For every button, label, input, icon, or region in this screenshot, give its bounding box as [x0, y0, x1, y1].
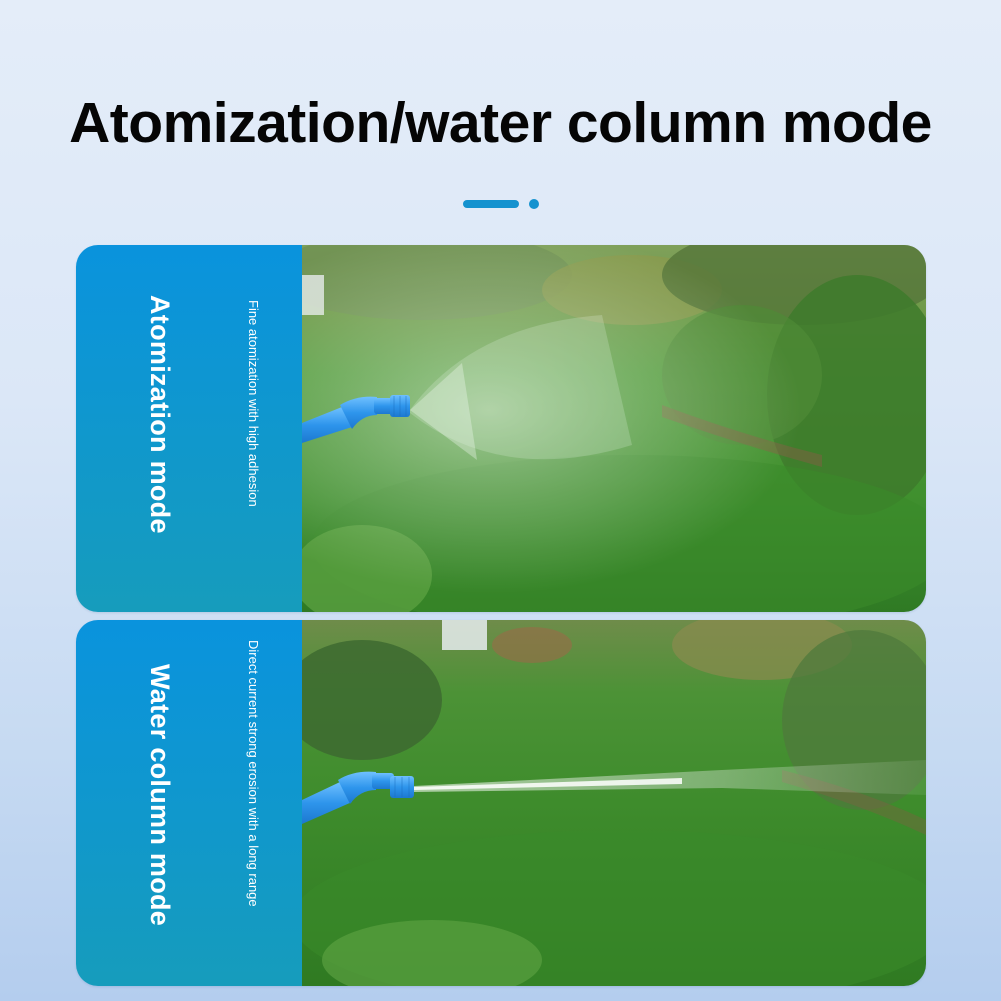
atomization-spray-photo — [302, 245, 926, 612]
garden-spray-jet-image — [302, 620, 926, 986]
mode-title: Water column mode — [145, 664, 175, 927]
mode-title: Atomization mode — [145, 295, 175, 534]
title-divider-decoration — [463, 199, 543, 209]
mode-card-water-column: Water column mode Direct current strong … — [76, 620, 926, 986]
water-column-spray-photo — [302, 620, 926, 986]
mode-description: Direct current strong erosion with a lon… — [246, 640, 261, 907]
mode-card-atomization: Atomization mode Fine atomization with h… — [76, 245, 926, 612]
mode-label-panel: Atomization mode Fine atomization with h… — [76, 245, 302, 612]
mode-label-panel: Water column mode Direct current strong … — [76, 620, 302, 986]
divider-dash — [463, 200, 519, 208]
divider-dot — [529, 199, 539, 209]
mode-description: Fine atomization with high adhesion — [246, 300, 261, 507]
garden-spray-mist-image — [302, 245, 926, 612]
page-title: Atomization/water column mode — [69, 91, 932, 155]
